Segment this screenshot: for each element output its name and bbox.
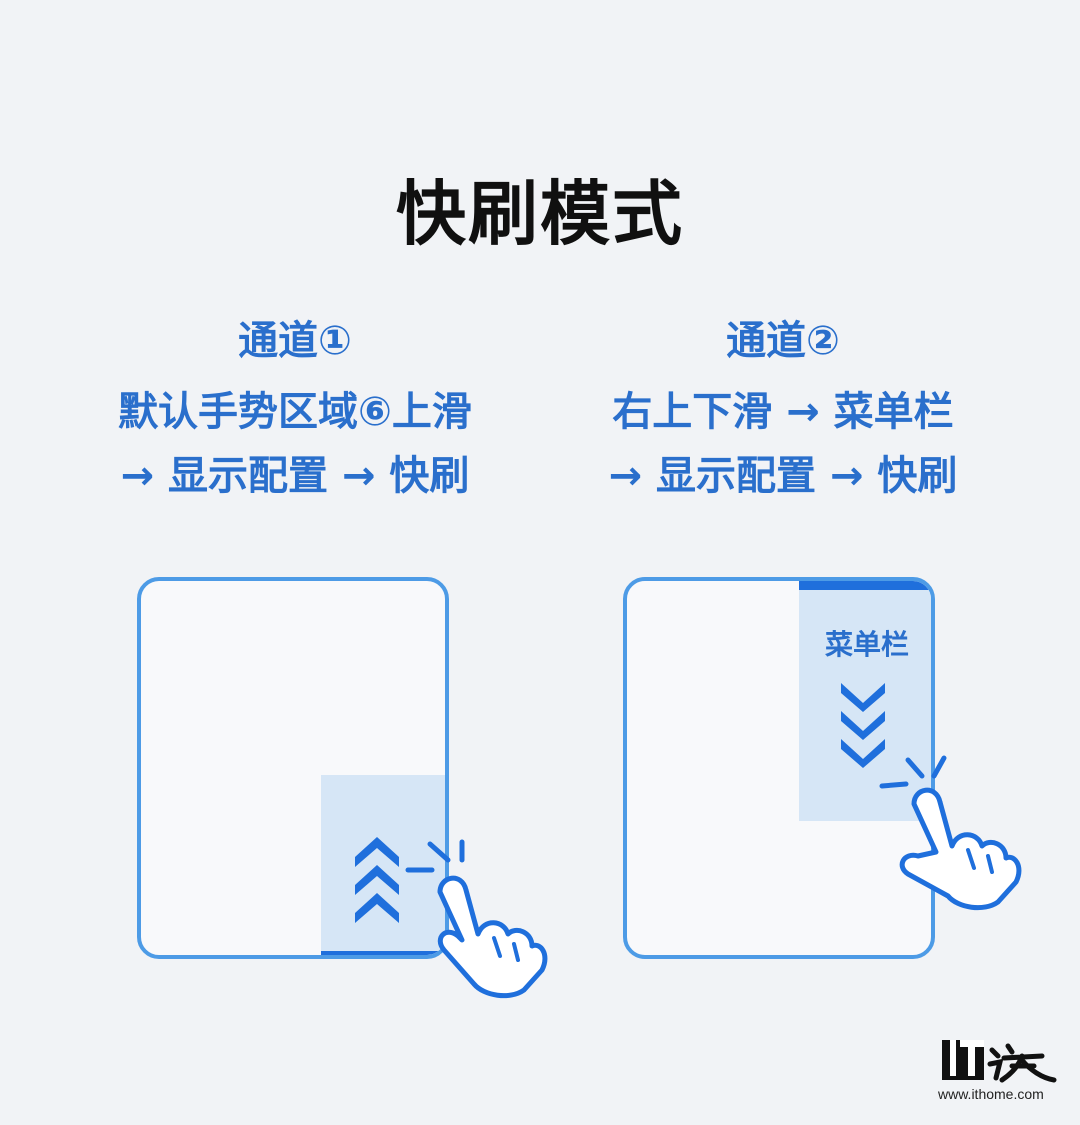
tapping-hand-icon [879,755,1022,911]
gesture-area-bar [321,951,445,955]
page-title: 快刷模式 [396,173,684,255]
gesture-area-6 [321,775,445,955]
channel-2-step-line-2: → 显示配置 → 快刷 [608,453,958,499]
channel-2-title: 通道② [726,318,840,364]
channel-1-step-line-1: 默认手势区域⑥上滑 [118,389,472,435]
chevron-down-triple-icon [841,683,885,768]
channel-2-instructions: 通道② 右上下滑 → 菜单栏 → 显示配置 → 快刷 [548,316,1018,508]
channel-1-instructions: 通道① 默认手势区域⑥上滑 → 显示配置 → 快刷 [60,316,530,508]
tapping-hand-icon [405,839,548,999]
device-frame-channel-2: 菜单栏 [623,577,935,959]
menu-bar-top-edge [799,581,931,590]
menu-bar-label: 菜单栏 [824,628,909,661]
watermark-url: www.ithome.com [938,1086,1044,1102]
channel-1-step-line-2: → 显示配置 → 快刷 [120,453,470,499]
chevron-up-triple-icon [355,837,399,923]
menu-bar-area: 菜单栏 [799,581,931,821]
channel-2-step-line-1: 右上下滑 → 菜单栏 [612,389,954,435]
device-frame-channel-1 [137,577,449,959]
channel-1-title: 通道① [238,318,352,364]
ithome-logo [942,1040,1057,1083]
